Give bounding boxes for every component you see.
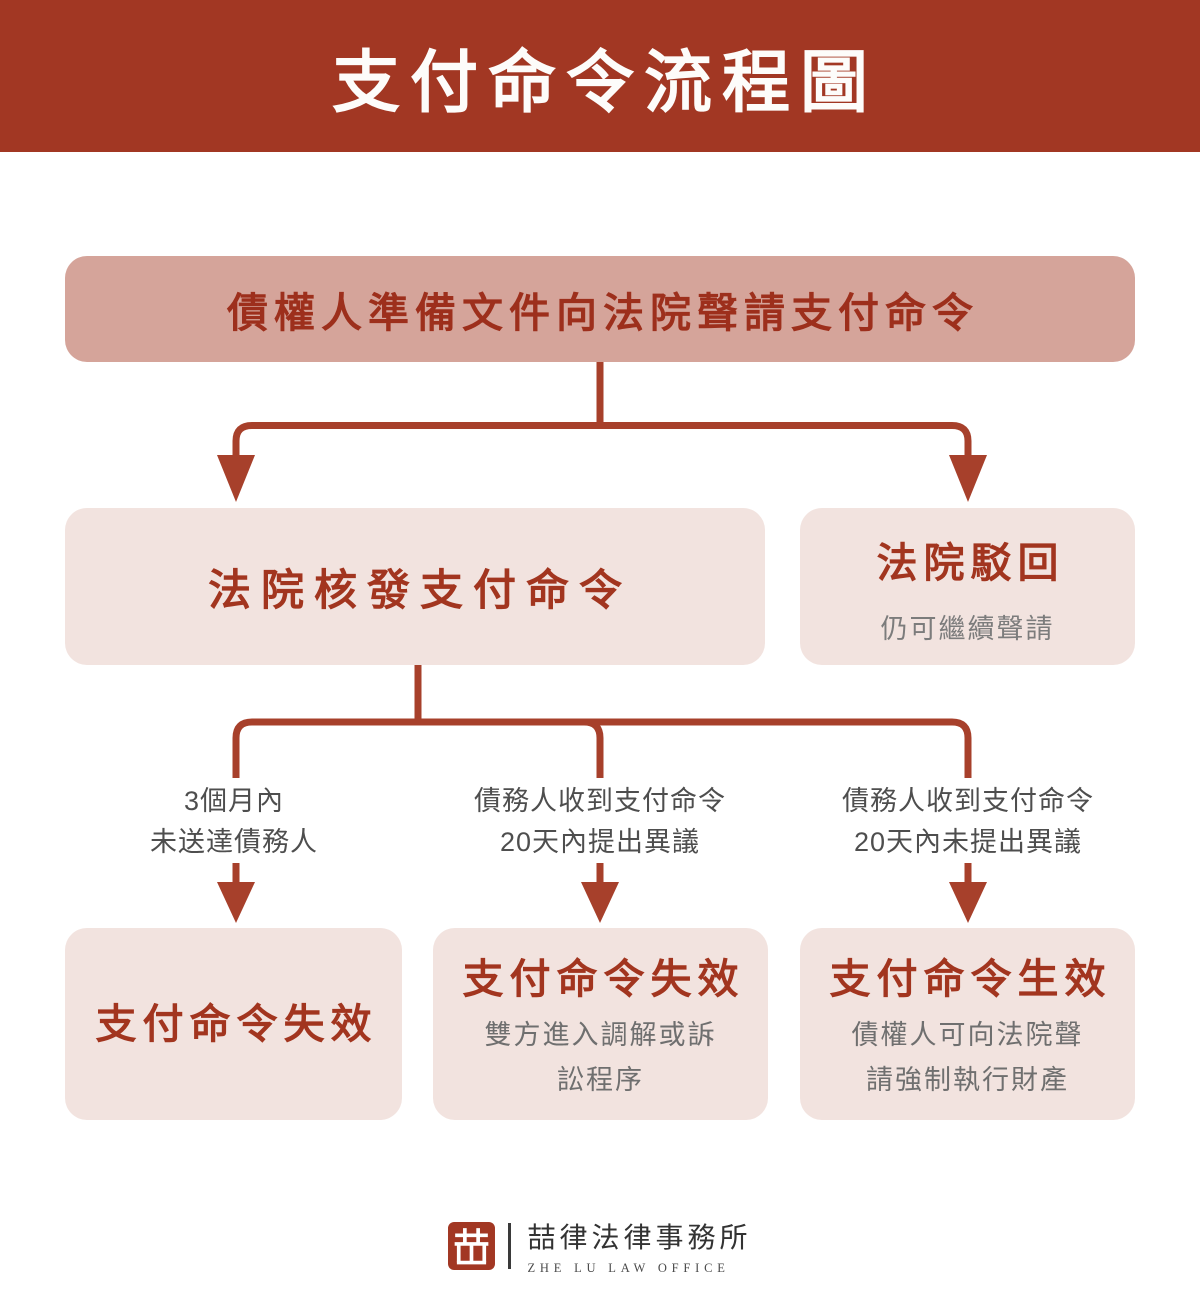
node-court-rejects-subtitle: 仍可繼續聲請 [880, 614, 1055, 644]
connector-branch-right [418, 718, 972, 778]
node-order-invalid-1: 支付命令失效 [65, 928, 402, 1120]
branch-condition-not-served: 3個月內 未送達債務人 [150, 786, 318, 857]
connector-step1-left [232, 422, 600, 458]
logo-divider [508, 1223, 512, 1269]
page-title: 支付命令流程圖 [331, 44, 878, 121]
arrowhead-to-result-2 [581, 882, 619, 923]
node-court-rejects-title: 法院駁回 [876, 540, 1065, 586]
node-court-issues-label: 法院核發支付命令 [208, 567, 632, 615]
arrowhead-to-result-3 [949, 882, 987, 923]
arrowhead-to-step2-left [217, 455, 255, 502]
logo-text-block: 喆律法律事務所 ZHE LU LAW OFFICE [527, 1216, 751, 1276]
zhe-lu-seal-icon [448, 1222, 496, 1270]
connector-branch-mid [418, 718, 604, 778]
connector-branch-left [232, 718, 418, 778]
arrowhead-to-step2-right [949, 455, 987, 502]
firm-name-english: ZHE LU LAW OFFICE [527, 1261, 730, 1275]
node-order-invalid-2: 支付命令失效 雙方進入調解或訴 訟程序 [433, 928, 768, 1120]
branch-condition-objection-filed: 債務人收到支付命令 20天內提出異議 [474, 786, 726, 857]
header-band: 支付命令流程圖 [0, 0, 1200, 152]
node-order-effective-title: 支付命令生效 [829, 956, 1112, 1002]
node-order-effective-subtitle: 債權人可向法院聲 請強制執行財產 [851, 1020, 1084, 1095]
node-apply-label: 債權人準備文件向法院聲請支付命令 [227, 290, 979, 336]
arrowhead-to-result-1 [217, 882, 255, 923]
node-order-effective: 支付命令生效 債權人可向法院聲 請強制執行財產 [800, 928, 1135, 1120]
node-order-invalid-1-title: 支付命令失效 [95, 1001, 378, 1047]
node-court-issues-order: 法院核發支付命令 [65, 508, 765, 665]
branch-condition-no-objection: 債務人收到支付命令 20天內未提出異議 [842, 786, 1094, 857]
node-order-invalid-2-subtitle: 雙方進入調解或訴 訟程序 [484, 1020, 717, 1095]
connector-step1-right [600, 422, 972, 458]
node-order-invalid-2-title: 支付命令失效 [462, 956, 745, 1002]
node-apply-payment-order: 債權人準備文件向法院聲請支付命令 [65, 256, 1135, 362]
footer-logo: 喆律法律事務所 ZHE LU LAW OFFICE [0, 1216, 1200, 1276]
node-court-rejects: 法院駁回 仍可繼續聲請 [800, 508, 1135, 665]
firm-name: 喆律法律事務所 [527, 1223, 752, 1254]
